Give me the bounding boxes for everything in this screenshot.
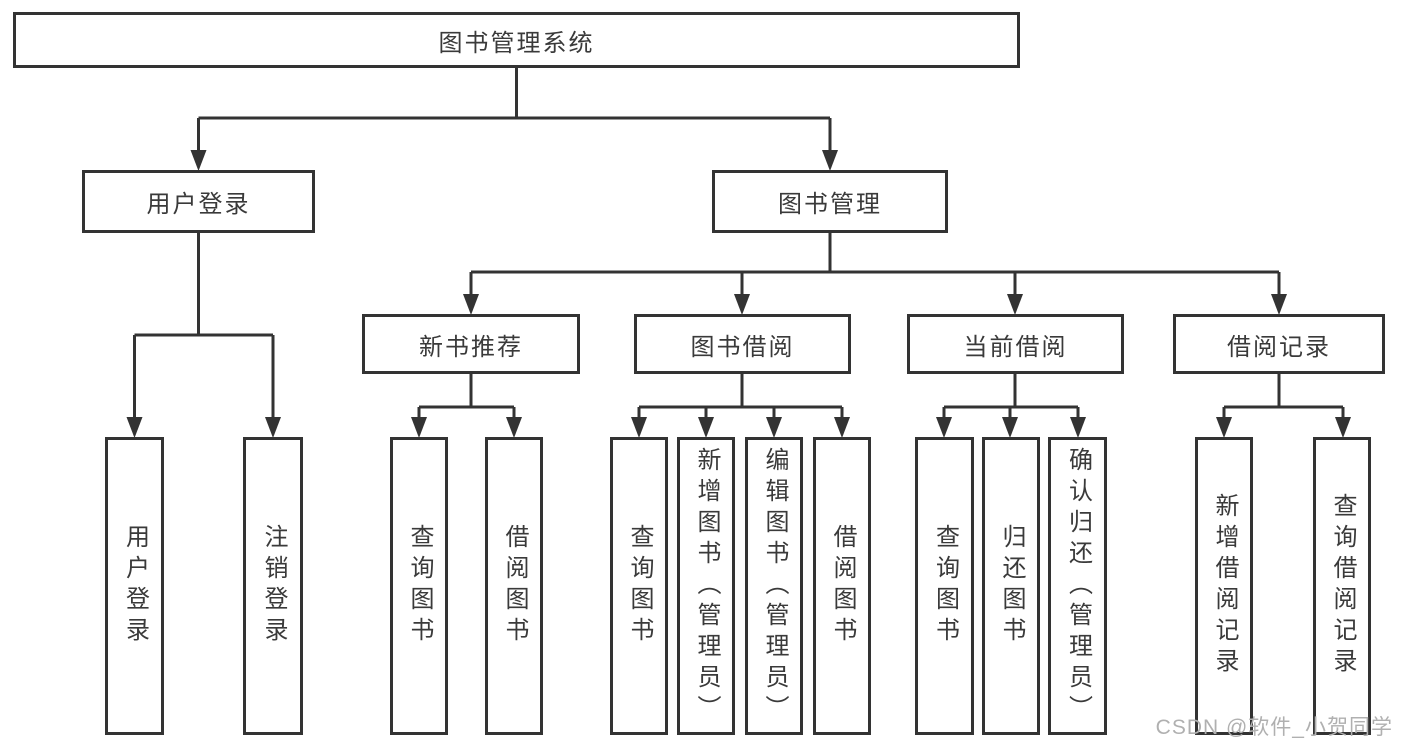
leaf-borrowing-borrow-books: 借阅图书 (813, 437, 871, 735)
node-label: 新书推荐 (419, 333, 523, 361)
node-label: 当前借阅 (963, 333, 1068, 361)
node-label: 新增图书（管理员） (693, 446, 720, 726)
leaf-logout-login: 注销登录 (243, 437, 303, 735)
node-label: 图书管理系统 (438, 29, 595, 57)
node-book-management: 图书管理 (712, 170, 948, 233)
node-label: 查询图书 (406, 524, 433, 648)
node-book-borrowing: 图书借阅 (634, 314, 851, 374)
leaf-records-query-borrow-record: 查询借阅记录 (1313, 437, 1371, 735)
node-current-borrowing: 当前借阅 (907, 314, 1124, 374)
leaf-current-return-books: 归还图书 (982, 437, 1040, 735)
node-label: 确认归还（管理员） (1064, 446, 1092, 726)
node-label: 图书借阅 (690, 333, 795, 361)
csdn-watermark: CSDN @软件_小贺同学 (1155, 716, 1393, 739)
leaf-user-login: 用户登录 (105, 437, 164, 735)
node-user-login: 用户登录 (82, 170, 315, 233)
leaf-borrowing-query-books: 查询图书 (610, 437, 668, 735)
node-root-system: 图书管理系统 (13, 12, 1020, 68)
leaf-newbook-borrow-books: 借阅图书 (485, 437, 543, 735)
node-borrow-records: 借阅记录 (1173, 314, 1385, 374)
leaf-borrowing-add-books-admin: 新增图书（管理员） (677, 437, 735, 735)
leaf-current-query-books: 查询图书 (915, 437, 974, 735)
node-label: 用户登录 (146, 191, 251, 218)
node-label: 归还图书 (998, 524, 1025, 648)
node-label: 注销登录 (260, 524, 287, 648)
node-label: 借阅记录 (1227, 333, 1331, 361)
node-label: 查询图书 (626, 524, 653, 648)
node-label: 查询借阅记录 (1329, 493, 1356, 679)
leaf-records-add-borrow-record: 新增借阅记录 (1195, 437, 1253, 735)
leaf-newbook-query-books: 查询图书 (390, 437, 448, 735)
leaf-current-confirm-return-admin: 确认归还（管理员） (1048, 437, 1107, 735)
node-label: 用户登录 (121, 524, 149, 648)
node-label: 新增借阅记录 (1211, 493, 1238, 679)
leaf-borrowing-edit-books-admin: 编辑图书（管理员） (745, 437, 803, 735)
node-label: 借阅图书 (501, 524, 528, 648)
node-label: 查询图书 (931, 524, 959, 648)
node-new-book-recommend: 新书推荐 (362, 314, 580, 374)
node-label: 图书管理 (778, 191, 882, 218)
node-label: 借阅图书 (829, 524, 856, 648)
node-label: 编辑图书（管理员） (761, 446, 788, 726)
